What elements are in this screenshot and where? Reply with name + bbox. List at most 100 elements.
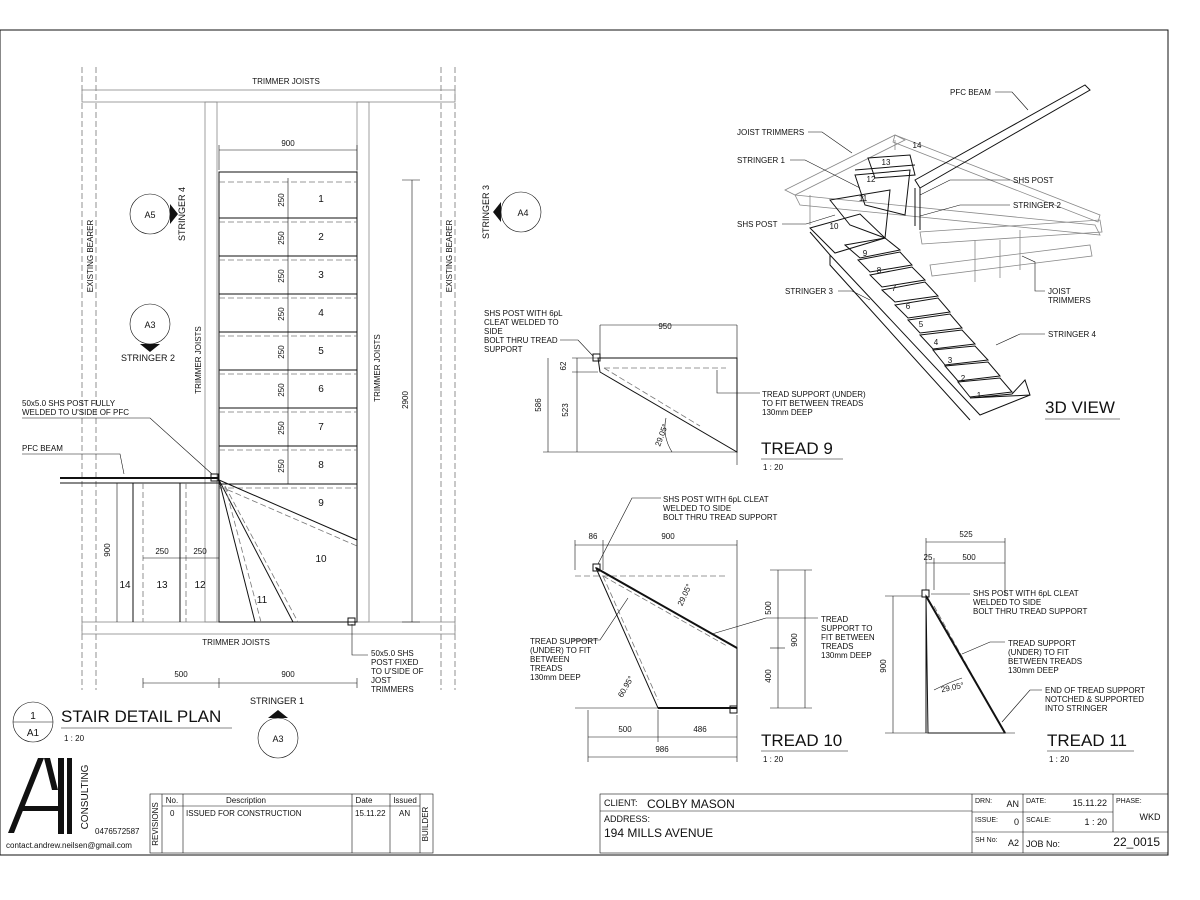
step-number: 4	[934, 338, 939, 347]
note-shs-post-line1: 50x5.0 SHS POST FULLY	[22, 399, 116, 408]
tread10-note-left-2: (UNDER) TO FIT	[530, 646, 591, 655]
client-name: COLBY MASON	[647, 797, 735, 811]
step-number: 9	[863, 249, 868, 258]
dim-tread: 250	[277, 421, 286, 435]
tread9-dim-62: 62	[559, 361, 568, 370]
tread10-note-right-3: FIT BETWEEN	[821, 633, 875, 642]
stringer2-label: STRINGER 2	[121, 353, 175, 363]
label-shs-post-right: SHS POST	[1013, 176, 1054, 185]
revisions-label: REVISIONS	[151, 802, 160, 846]
svg-text:A3: A3	[272, 734, 283, 744]
tread11-angle: 29.05°	[940, 681, 965, 695]
trimmer-bottom-label: TRIMMER JOISTS	[202, 638, 270, 647]
tread10-dim-900v: 900	[790, 633, 799, 647]
rev-header-date: Date	[356, 796, 373, 805]
dim-bottom-500: 500	[174, 670, 188, 679]
builder-label: BUILDER	[421, 806, 430, 841]
step-number: 12	[867, 175, 876, 184]
label-stringer1: STRINGER 1	[737, 156, 786, 165]
drn-value: AN	[1006, 799, 1019, 809]
tread-number: 14	[119, 580, 131, 591]
tread10-note-right-5: 130mm DEEP	[821, 651, 872, 660]
tread-number: 4	[318, 308, 324, 319]
tread11-dim-900: 900	[879, 659, 888, 673]
tread10-dim-986: 986	[655, 745, 669, 754]
trimmer-left-label: TRIMMER JOISTS	[194, 326, 203, 394]
tread9-note-post-1: SHS POST WITH 6pL	[484, 309, 563, 318]
tread9-note-support-1: TREAD SUPPORT (UNDER)	[762, 390, 866, 399]
tread-number: 13	[156, 580, 168, 591]
dim-tread: 250	[277, 193, 286, 207]
sheet-border	[0, 29, 1169, 856]
plan-scale: 1 : 20	[64, 734, 85, 743]
note-shs-post-line2: WELDED TO U'SIDE OF PFC	[22, 408, 129, 417]
label-joist-trimmers-2a: JOIST	[1048, 287, 1071, 296]
tread-number: 1	[318, 194, 324, 205]
tread10-dim-400: 400	[764, 669, 773, 683]
tread-number: 2	[318, 232, 324, 243]
callout-a3-bottom[interactable]: A3	[257, 710, 299, 759]
callout-a4[interactable]: A4	[493, 191, 542, 233]
job-value: 22_0015	[1113, 835, 1160, 849]
dim-tread: 250	[277, 459, 286, 473]
rev-row-desc: ISSUED FOR CONSTRUCTION	[186, 809, 302, 818]
note-post-line1: 50x5.0 SHS	[371, 649, 414, 658]
callout-a3[interactable]: A3	[129, 303, 171, 352]
tread10-dim-500b: 500	[618, 725, 632, 734]
tread9-note-post-2: CLEAT WELDED TO	[484, 318, 559, 327]
tread-number: 12	[194, 580, 206, 591]
tread10-note-left-5: 130mm DEEP	[530, 673, 581, 682]
address-label: ADDRESS:	[604, 814, 650, 824]
bearer-left-label: EXISTING BEARER	[86, 220, 95, 293]
dim-tread: 250	[277, 307, 286, 321]
label-stringer2: STRINGER 2	[1013, 201, 1062, 210]
sheet-label: SH No:	[975, 837, 998, 844]
tread10-note-right-4: TREADS	[821, 642, 853, 651]
dim-width: 900	[281, 139, 295, 148]
tread10-note-left-4: TREADS	[530, 664, 562, 673]
tread11-note-end-1: END OF TREAD SUPPORT	[1045, 686, 1145, 695]
tread-number: 11	[257, 595, 268, 606]
tread11-dim-525: 525	[959, 530, 973, 539]
tread10-title: TREAD 10	[761, 731, 842, 750]
step-number: 11	[859, 194, 868, 203]
step-number: 14	[913, 141, 922, 150]
tread11-title: TREAD 11	[1047, 731, 1127, 750]
tread-number: 5	[318, 346, 324, 357]
note-post-line2: POST FIXED	[371, 658, 419, 667]
tread11-note-post-1: SHS POST WITH 6pL CLEAT	[973, 589, 1079, 598]
step-number: 13	[882, 158, 891, 167]
dim-250-left: 250	[155, 547, 169, 556]
rev-row-issued: AN	[399, 809, 410, 818]
brand-word: CONSULTING	[80, 764, 91, 829]
tread11-note-support-4: 130mm DEEP	[1008, 666, 1059, 675]
note-pfc-beam: PFC BEAM	[22, 444, 63, 453]
tread11-dim-25: 25	[924, 553, 933, 562]
tread-number: 7	[318, 422, 324, 433]
tread10-note-left-3: BETWEEN	[530, 655, 570, 664]
step-number: 3	[948, 356, 953, 365]
tread-number: 8	[318, 460, 324, 471]
trimmer-top-label: TRIMMER JOISTS	[252, 77, 320, 86]
tread11-note-post-2: WELDED TO SIDE	[973, 598, 1041, 607]
label-shs-post-left: SHS POST	[737, 220, 778, 229]
label-stringer3: STRINGER 3	[785, 287, 834, 296]
tread9-dim-523: 523	[561, 403, 570, 417]
step-number: 10	[830, 222, 839, 231]
date-label: DATE:	[1026, 798, 1046, 805]
bearer-right-label: EXISTING BEARER	[445, 220, 454, 293]
callout-a5[interactable]: A5	[129, 193, 178, 235]
plan-title: STAIR DETAIL PLAN	[61, 707, 221, 726]
tread9-note-post-3: SIDE	[484, 327, 503, 336]
tread9-scale: 1 : 20	[763, 463, 784, 472]
tread9-note-post-4: BOLT THRU TREAD	[484, 336, 558, 345]
tread9-note-post-5: SUPPORT	[484, 345, 523, 354]
tread11-note-post-3: BOLT THRU TREAD SUPPORT	[973, 607, 1088, 616]
trimmer-right-label: TRIMMER JOISTS	[373, 334, 382, 402]
date-value: 15.11.22	[1073, 798, 1107, 808]
tread11-note-support-1: TREAD SUPPORT	[1008, 639, 1076, 648]
rev-row-no: 0	[170, 809, 175, 818]
svg-text:A3: A3	[144, 320, 155, 330]
tread10-angle2: 60.95°	[616, 674, 635, 699]
